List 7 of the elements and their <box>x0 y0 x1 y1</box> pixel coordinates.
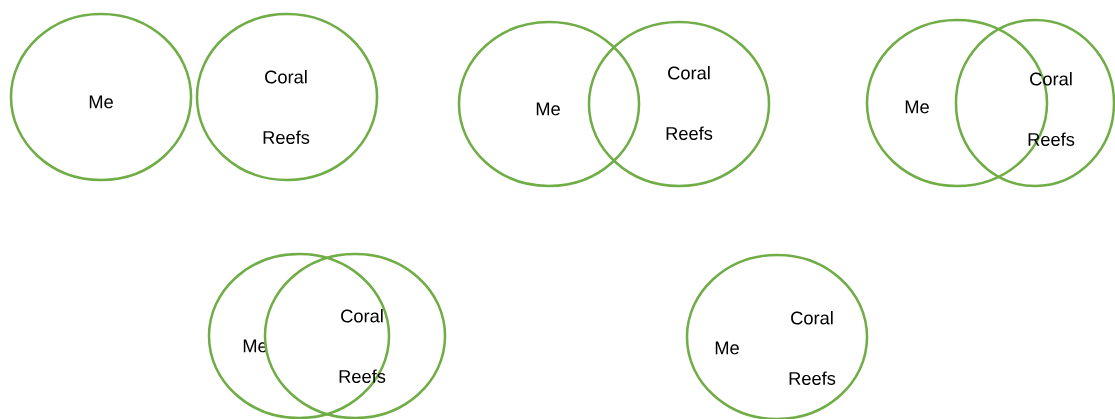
circle-label: Coral Reefs <box>666 66 713 140</box>
circle-label: Me <box>715 341 739 355</box>
circle-label: Me <box>536 102 560 116</box>
circle-label: Coral Reefs <box>789 311 836 385</box>
circle-label: Me <box>905 100 929 114</box>
circle-label: Coral Reefs <box>263 70 310 144</box>
circle-label: Me <box>89 95 113 109</box>
